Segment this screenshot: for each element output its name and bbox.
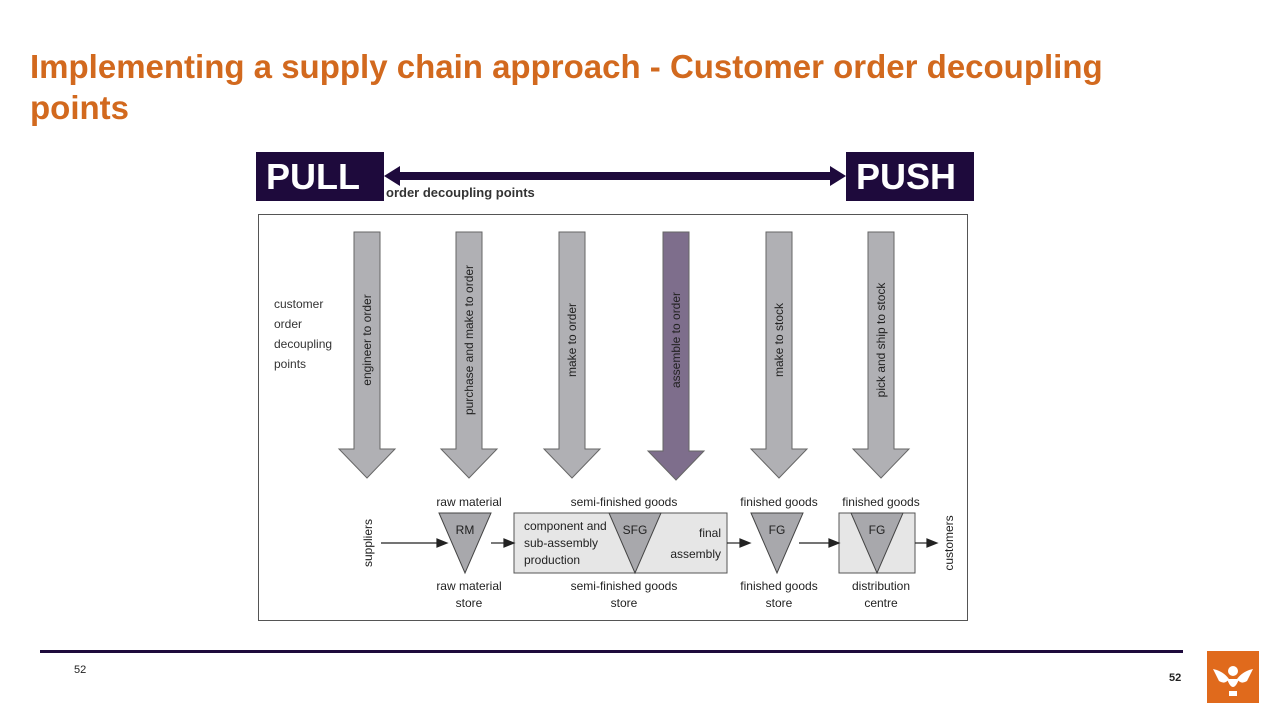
stock-point-label: SFG (623, 523, 648, 537)
decoupling-arrow (439, 231, 499, 479)
decoupling-arrow (542, 231, 602, 479)
push-label: PUSH (846, 152, 974, 201)
suppliers-label: suppliers (361, 519, 375, 567)
stock-bottom-label: store (611, 596, 638, 610)
stock-point-triangle (750, 512, 804, 575)
push-pull-double-arrow (384, 166, 846, 186)
stock-point-label: FG (869, 523, 886, 537)
slide-title: Implementing a supply chain approach - C… (30, 48, 1103, 126)
stock-bottom-label: centre (864, 596, 898, 610)
stock-bottom-label: store (456, 596, 483, 610)
side-label-line: decoupling (274, 337, 332, 351)
stock-point-label: RM (456, 523, 475, 537)
process-text: final (699, 526, 721, 540)
page-number-left: 52 (74, 664, 87, 676)
footer-rule (40, 650, 1183, 653)
stock-top-label: finished goods (740, 495, 817, 509)
stock-top-label: semi-finished goods (571, 495, 678, 509)
process-text: sub-assembly (524, 536, 598, 550)
decoupling-arrow-highlight (646, 231, 706, 481)
page-number-right: 52 (1169, 672, 1182, 684)
process-text: assembly (670, 547, 721, 561)
push-pull-bar: PULL PUSH (256, 152, 974, 201)
arrow-label: make to order (565, 303, 579, 377)
stock-point-triangle (608, 512, 662, 575)
customers-label: customers (942, 515, 956, 570)
stock-bottom-label: finished goods (740, 579, 817, 593)
stock-top-label: raw material (436, 495, 501, 509)
side-label-line: points (274, 357, 306, 371)
eagle-emblem-icon (1207, 651, 1259, 703)
decoupling-diagram: customer order decoupling points enginee… (258, 214, 968, 621)
arrow-label: purchase and make to order (462, 265, 476, 415)
decoupling-arrow (851, 231, 911, 479)
arrow-label: make to stock (772, 302, 786, 377)
stock-bottom-label: raw material (436, 579, 501, 593)
arrow-label: engineer to order (360, 294, 374, 385)
stock-point-label: FG (769, 523, 786, 537)
side-label-line: order (274, 317, 302, 331)
diagram-canvas: customer order decoupling points enginee… (274, 231, 956, 610)
arrow-label: pick and ship to stock (874, 282, 888, 398)
stock-bottom-label: distribution (852, 579, 910, 593)
stock-top-label: finished goods (842, 495, 919, 509)
pull-label: PULL (256, 152, 384, 201)
decoupling-subtitle: order decoupling points (386, 185, 535, 200)
stock-bottom-label: semi-finished goods (571, 579, 678, 593)
stock-point-triangle (438, 512, 492, 575)
stock-point-triangle (850, 512, 904, 575)
process-text: component and (524, 519, 607, 533)
side-label-line: customer (274, 297, 323, 311)
process-text: production (524, 553, 580, 567)
stock-bottom-label: store (766, 596, 793, 610)
decoupling-arrow (337, 231, 397, 479)
decoupling-arrow (749, 231, 809, 479)
arrow-label: assemble to order (669, 292, 683, 388)
